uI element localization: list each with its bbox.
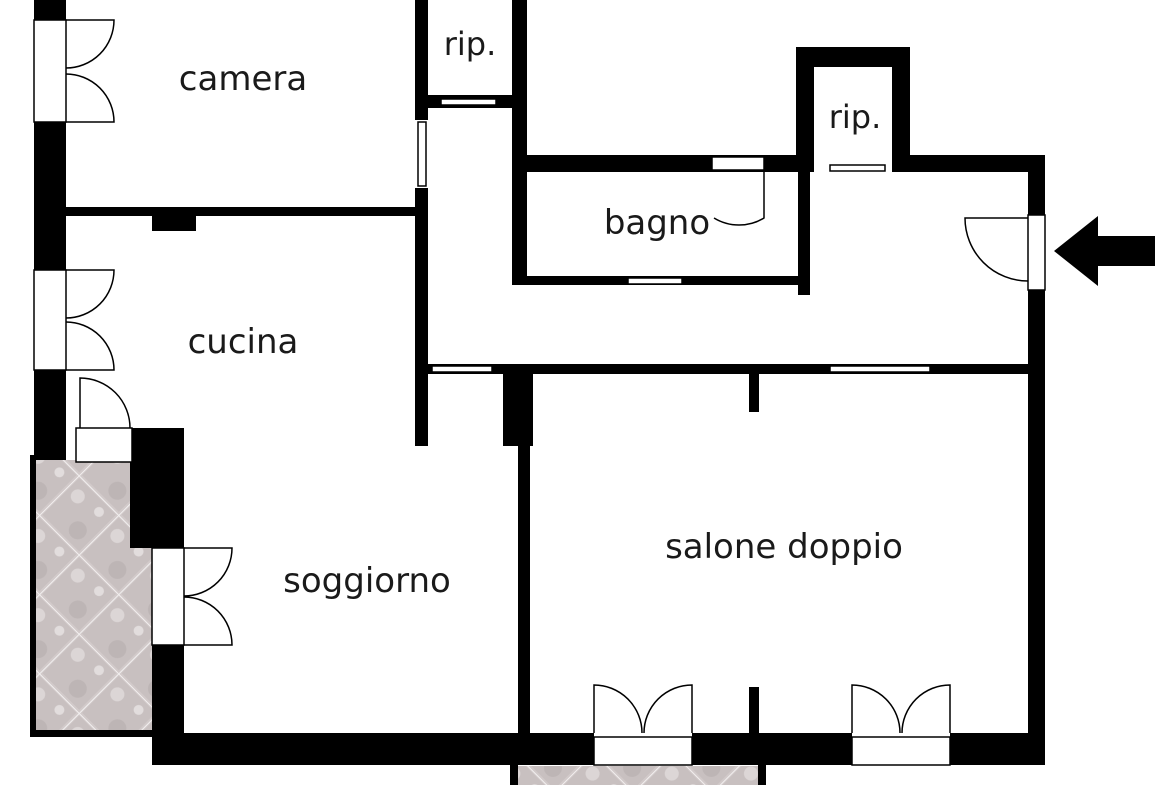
balcony-bottom bbox=[510, 762, 766, 785]
room-label-rip-top: rip. bbox=[444, 25, 497, 63]
exterior-walls bbox=[34, 0, 1045, 765]
room-label-camera: camera bbox=[179, 59, 307, 99]
room-label-salone: salone doppio bbox=[665, 527, 903, 567]
entrance-arrow-icon bbox=[1054, 216, 1155, 286]
door-swings bbox=[65, 19, 1029, 734]
interior-walls bbox=[64, 95, 1035, 740]
room-label-cucina: cucina bbox=[188, 322, 299, 362]
room-label-rip-right: rip. bbox=[829, 98, 882, 136]
room-label-bagno: bagno bbox=[604, 203, 710, 243]
room-label-soggiorno: soggiorno bbox=[283, 561, 451, 601]
